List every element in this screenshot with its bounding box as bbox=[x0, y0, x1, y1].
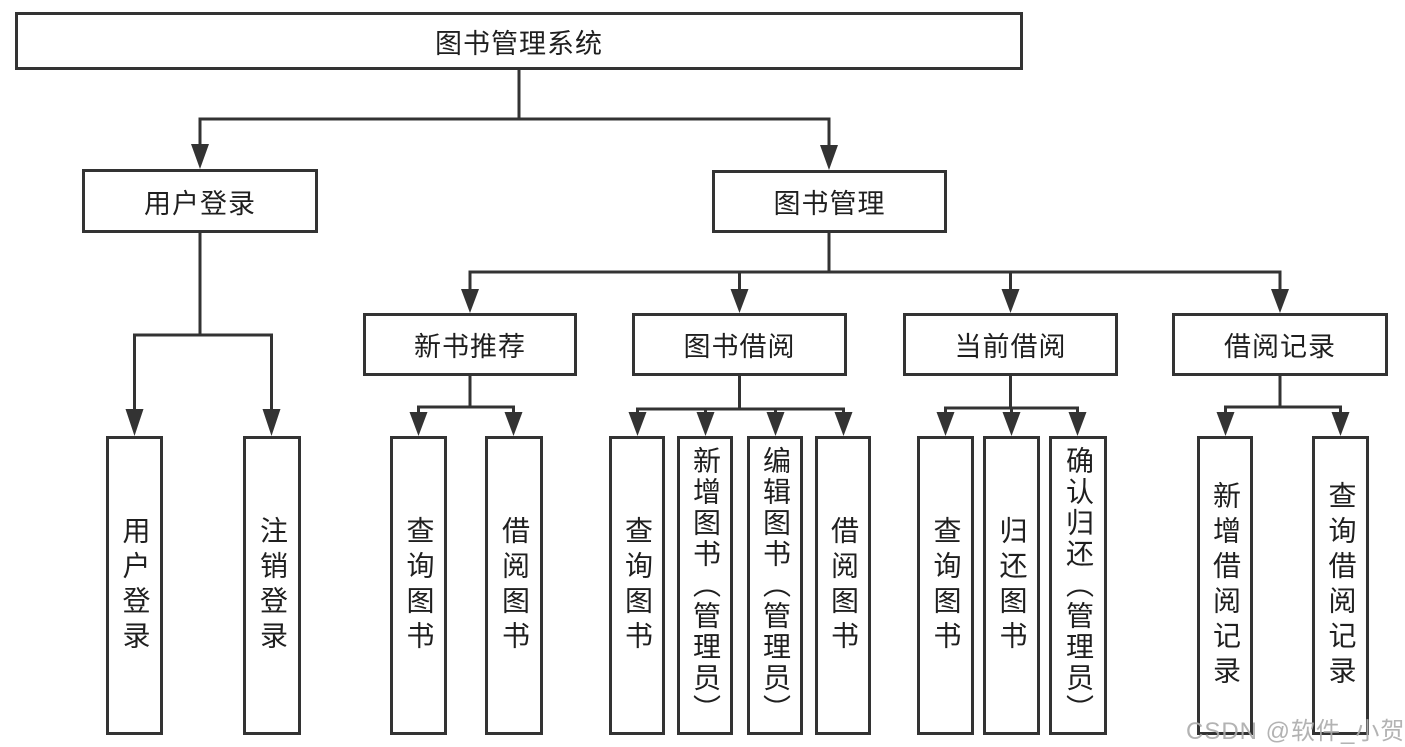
leaf-node-logout: 注销登录 bbox=[243, 436, 301, 735]
leaf-node-query-books-1: 查询图书 bbox=[390, 436, 447, 735]
leaf-node-edit-book-admin: 编辑图书（管理员） bbox=[747, 436, 803, 735]
arrowhead-leaf-user-login bbox=[125, 409, 144, 436]
leaf-node-return-book: 归还图书 bbox=[983, 436, 1040, 735]
arrowhead-new-book bbox=[461, 289, 479, 313]
leaf-label: 编辑图书（管理员） bbox=[760, 446, 791, 725]
leaf-label: 注销登录 bbox=[257, 515, 288, 656]
node-book-management: 图书管理 bbox=[712, 170, 947, 233]
leaf-label: 查询图书 bbox=[930, 515, 962, 656]
node-user-login: 用户登录 bbox=[82, 169, 318, 233]
leaf-node-user-login: 用户登录 bbox=[106, 436, 163, 735]
leaf-node-confirm-return-admin: 确认归还（管理员） bbox=[1049, 436, 1107, 735]
node-current-borrow: 当前借阅 bbox=[903, 313, 1118, 376]
leaf-label: 借阅图书 bbox=[499, 515, 530, 656]
leaf-node-borrow-books-1: 借阅图书 bbox=[485, 436, 543, 735]
leaf-label: 新增借阅记录 bbox=[1210, 480, 1241, 691]
leaf-label: 查询借阅记录 bbox=[1325, 480, 1357, 691]
arrowhead-book-management bbox=[820, 145, 838, 170]
leaf-label: 用户登录 bbox=[119, 515, 151, 656]
node-new-book-recommend: 新书推荐 bbox=[363, 313, 577, 376]
leaf-node-borrow-books-2: 借阅图书 bbox=[815, 436, 871, 735]
leaf-label: 新增图书（管理员） bbox=[690, 446, 721, 725]
arrowhead-borrow-record bbox=[1271, 289, 1289, 313]
csdn-watermark: CSDN @软件_小贺同学 bbox=[1186, 718, 1405, 745]
arrowhead-book-borrow bbox=[730, 289, 749, 313]
node-library-management-system: 图书管理系统 bbox=[15, 12, 1023, 70]
leaf-node-query-books-2: 查询图书 bbox=[609, 436, 665, 735]
arrowhead-user-login bbox=[191, 144, 209, 169]
leaf-node-add-book-admin: 新增图书（管理员） bbox=[677, 436, 733, 735]
leaf-node-query-borrow-record: 查询借阅记录 bbox=[1312, 436, 1369, 735]
node-book-borrow: 图书借阅 bbox=[632, 313, 847, 376]
arrowhead-current-borrow bbox=[1001, 289, 1020, 313]
leaf-label: 借阅图书 bbox=[828, 515, 859, 656]
leaf-label: 归还图书 bbox=[996, 515, 1028, 656]
leaf-node-add-borrow-record: 新增借阅记录 bbox=[1197, 436, 1253, 735]
leaf-label: 确认归还（管理员） bbox=[1063, 446, 1094, 725]
node-borrow-record: 借阅记录 bbox=[1172, 313, 1388, 376]
leaf-label: 查询图书 bbox=[622, 515, 653, 656]
arrowheads bbox=[125, 144, 1350, 436]
arrowhead-leaf-logout bbox=[262, 409, 281, 436]
leaf-label: 查询图书 bbox=[403, 515, 435, 656]
leaf-node-query-books-3: 查询图书 bbox=[917, 436, 974, 735]
